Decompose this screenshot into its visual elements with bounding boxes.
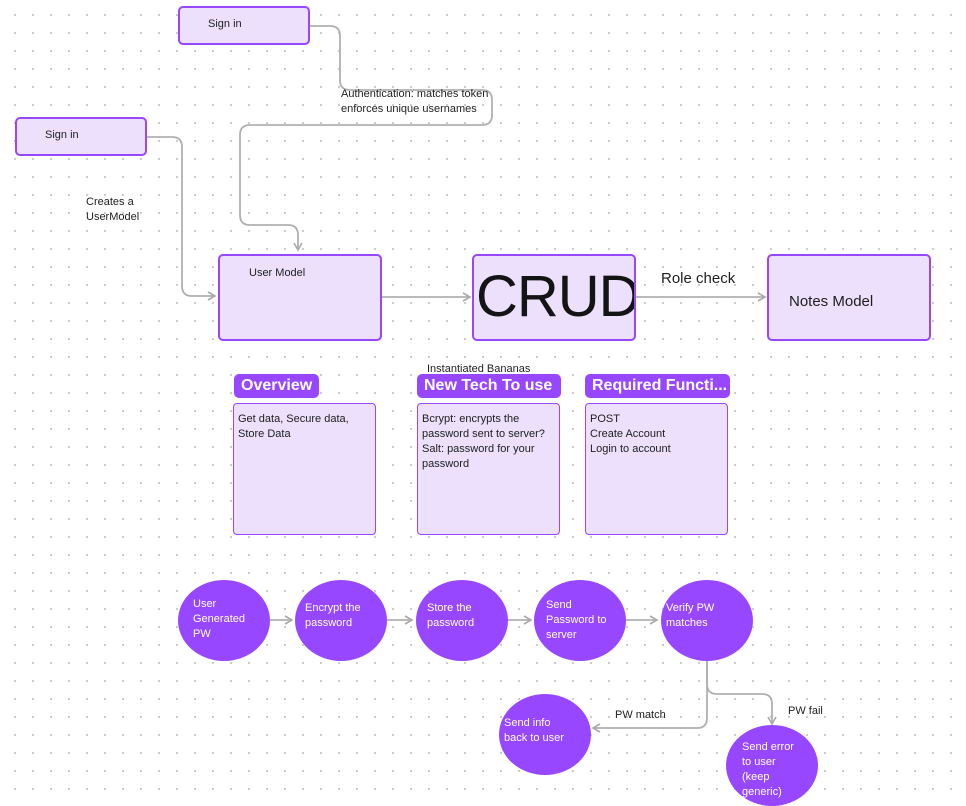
step-label: Encrypt the password: [305, 602, 361, 629]
overview-card: Get data, Secure data, Store Data: [233, 403, 376, 535]
sign-in-node-top[interactable]: Sign in: [178, 6, 310, 45]
step-label: User Generated PW: [193, 598, 245, 640]
user-model-label: User Model: [249, 267, 306, 279]
crud-label: CRUD: [476, 264, 636, 329]
step-label: Send Password to server: [546, 599, 607, 641]
send-info-node[interactable]: Send info back to user: [499, 694, 591, 775]
required-functions-card: POST Create Account Login to account: [585, 403, 728, 535]
sign-in-label: Sign in: [208, 18, 242, 30]
step-label: Verify PW matches: [666, 602, 715, 629]
pw-fail-label: PW fail: [788, 705, 823, 717]
authentication-label-line-1: Authentication: matches token: [341, 88, 489, 100]
step-label: Store the password: [427, 602, 475, 629]
new-tech-tag: New Tech To use: [417, 374, 561, 398]
send-error-node[interactable]: Send error to user (keep generic): [726, 725, 818, 806]
overview-card-text: Get data, Secure data, Store Data: [238, 413, 349, 440]
sign-in-node-left[interactable]: Sign in: [15, 117, 147, 156]
connector-verify-to-sendinfo: [591, 660, 708, 733]
sign-in-label: Sign in: [45, 129, 79, 141]
notes-model-label: Notes Model: [789, 293, 874, 310]
connector-signin-left-to-usermodel: [147, 136, 217, 301]
step-store-password[interactable]: Store the password: [416, 580, 508, 661]
step-user-generated-pw[interactable]: User Generated PW: [178, 580, 270, 661]
role-check-label: Role check: [661, 270, 736, 287]
creates-usermodel-label-line-1: Creates a: [86, 196, 134, 208]
notes-model-node[interactable]: Notes Model: [767, 254, 931, 341]
step-verify-pw[interactable]: Verify PW matches: [661, 580, 753, 661]
new-tech-card-text: Bcrypt: encrypts the password sent to se…: [422, 413, 545, 470]
required-functions-tag: Required Functi...: [585, 374, 730, 398]
creates-usermodel-label-line-2: UserModel: [86, 211, 140, 223]
crud-node[interactable]: CRUD: [472, 254, 636, 341]
required-functions-card-text: POST Create Account Login to account: [590, 413, 671, 455]
send-info-label: Send info back to user: [504, 717, 564, 744]
send-error-label: Send error to user (keep generic): [742, 741, 794, 798]
connector-signin-top-to-usermodel: [239, 25, 493, 252]
step-encrypt-password[interactable]: Encrypt the password: [295, 580, 387, 661]
pw-match-label: PW match: [615, 709, 666, 721]
overview-tag: Overview: [234, 374, 319, 398]
authentication-label-line-2: enforces unique usernames: [341, 103, 477, 115]
connector-verify-to-senderror: [706, 660, 777, 726]
user-model-node[interactable]: User Model: [218, 254, 382, 341]
new-tech-card: Bcrypt: encrypts the password sent to se…: [417, 403, 560, 535]
step-send-password[interactable]: Send Password to server: [534, 580, 626, 661]
instantiated-bananas-label: Instantiated Bananas: [427, 363, 531, 375]
